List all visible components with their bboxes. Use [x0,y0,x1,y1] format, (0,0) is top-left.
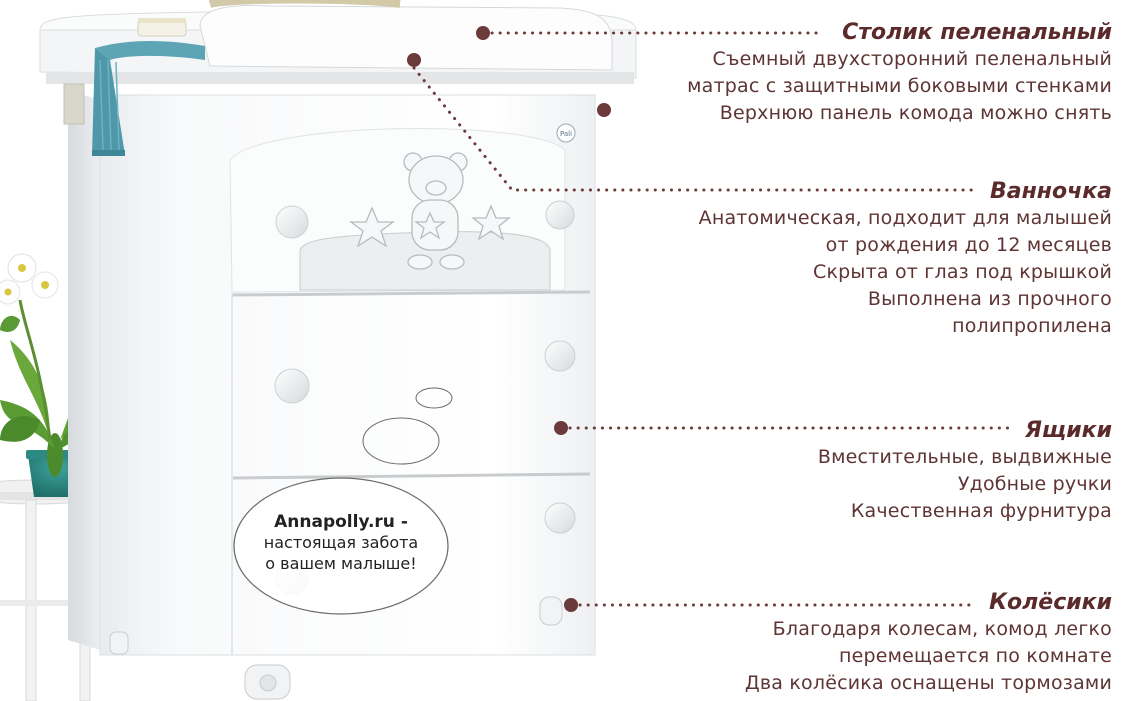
callout-line: Выполнена из прочного [867,288,1112,310]
brand-logo: Pali [560,130,572,138]
callout-markers [407,26,611,612]
callout-line: Верхнюю панель комода можно снять [719,102,1112,124]
site-badge: Annapolly.ru - настоящая забота о вашем … [235,480,447,613]
callout-title: Ящики [1024,418,1112,443]
wheels [109,596,563,700]
callout-line: Благодаря колесам, комод легко [772,618,1112,640]
callout-line: матрас с защитными боковыми стенками [687,75,1112,97]
callout-line: Съемный двухсторонний пеленальный [712,48,1112,70]
callout-line: Скрыта от глаз под крышкой [813,261,1112,283]
callout-title: Столик пеленальный [842,20,1112,45]
callout-title: Ванночка [989,179,1112,204]
callout-line: перемещается по комнате [838,645,1112,667]
badge-ellipse [233,477,449,615]
bath-lid: Pali [229,123,576,293]
badge-line: настоящая забота [263,533,419,552]
badge-line: о вашем малыше! [265,554,417,573]
callout-line: Вместительные, выдвижные [817,446,1112,468]
callout-line: от рождения до 12 месяцев [825,234,1112,256]
callout-bath: Ванночка Анатомическая, подходит для мал… [699,179,1112,340]
callout-title: Колёсики [989,590,1112,615]
badge-site: Annapolly.ru - [274,512,408,532]
blue-towel [92,41,205,156]
cream-jar [137,18,187,37]
callout-line: Удобные ручки [957,473,1112,495]
callout-leaders [412,31,1014,607]
callout-line: Качественная фурнитура [850,500,1112,522]
callout-changing-table: Столик пеленальный Съемный двухсторонний… [687,20,1112,127]
callout-line: Два колёсика оснащены тормозами [744,672,1112,694]
callout-line: полипропилена [952,315,1112,337]
callout-line: Анатомическая, подходит для малышей [698,207,1112,229]
changing-table [39,0,637,125]
callout-drawers: Ящики Вместительные, выдвижные Удобные р… [818,418,1112,525]
callout-wheels: Колёсики Благодаря колесам, комод легко … [745,590,1112,697]
teddy-bear-decor [349,152,511,270]
